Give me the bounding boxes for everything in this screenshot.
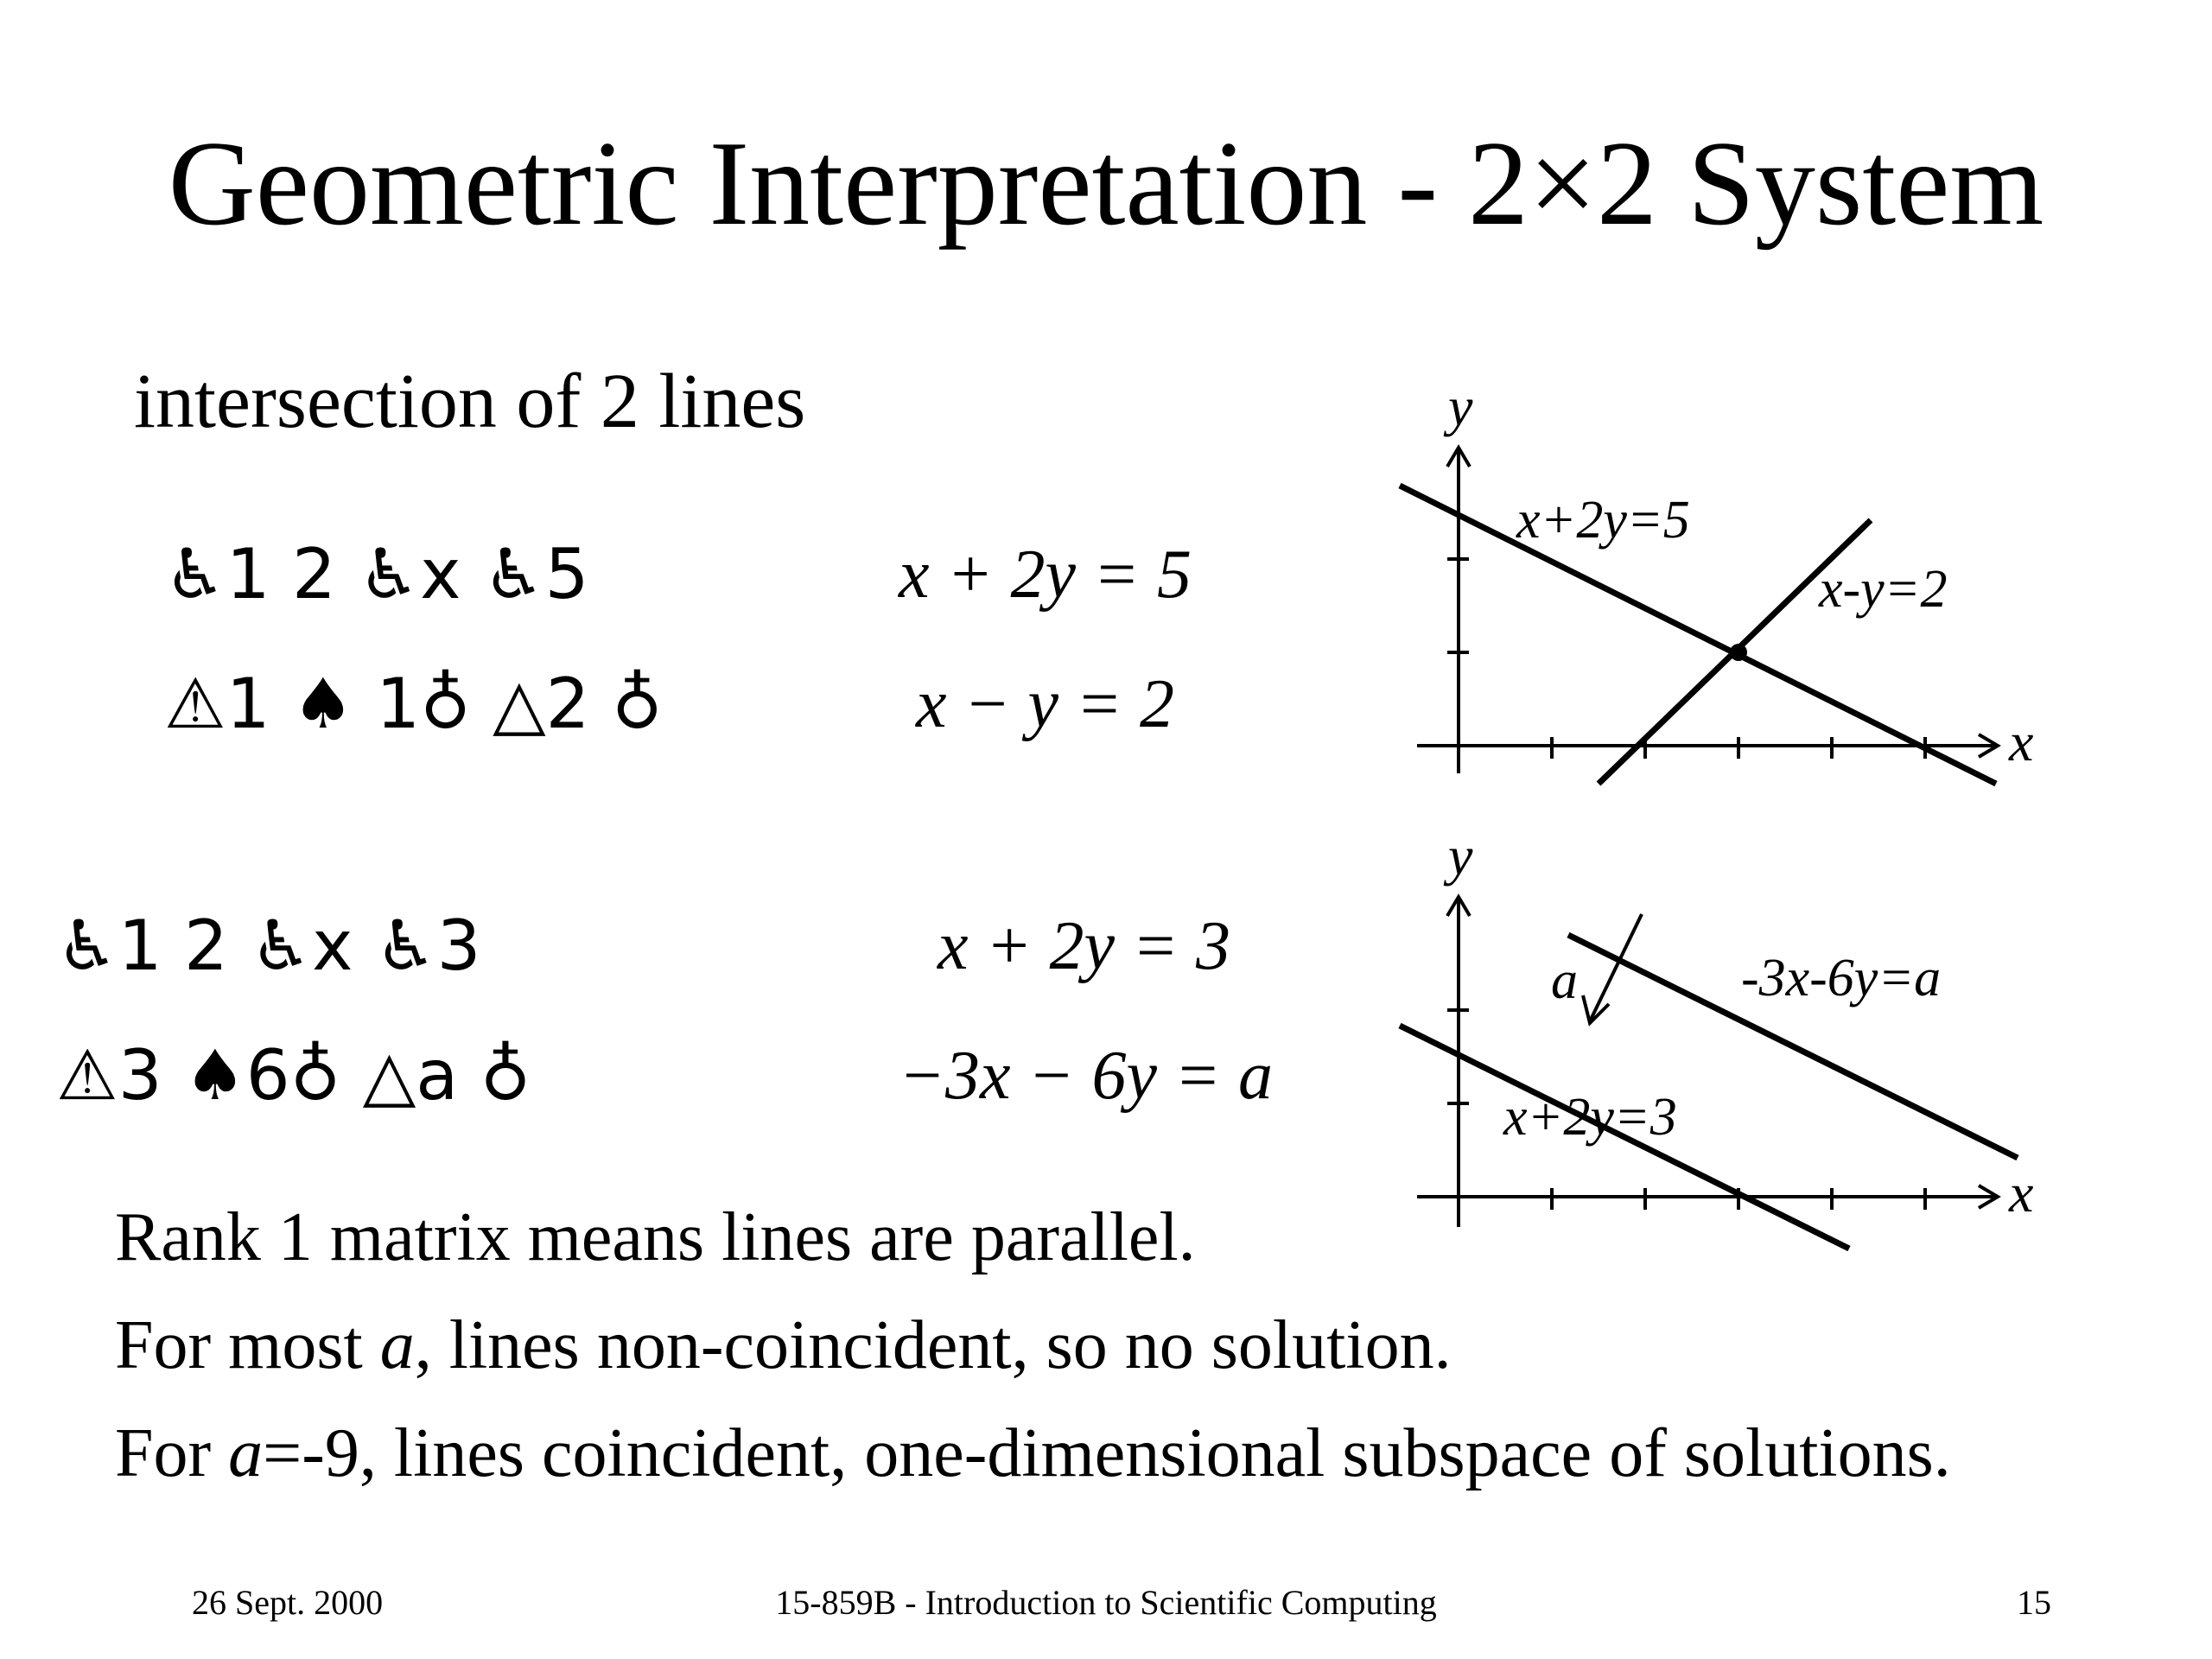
graph1-line-1	[1398, 482, 1998, 787]
graph1-y-axis-label: y	[1443, 376, 1473, 437]
graph2-arrow-label: a	[1551, 951, 1578, 1010]
graph1-intersection-point	[1730, 644, 1747, 661]
graph2-shift-arrow	[1581, 913, 1643, 1027]
footer-date: 26 Sept. 2000	[192, 1583, 384, 1622]
graph1-x-axis-label: x	[2008, 711, 2033, 772]
graph-parallel-lines: a x y -3x-6y=a x+2y=3	[1398, 825, 2033, 1252]
graph2-axes	[1417, 893, 2001, 1227]
graph2-line-2-label: x+2y=3	[1503, 1088, 1677, 1147]
system1-matrix-row-2: ⚠1 ♠ 1♁ △2 ♁	[164, 664, 663, 744]
graph2-y-ticks	[1447, 1008, 1469, 1105]
system2-equation-2: −3x − 6y = a	[899, 1038, 1273, 1114]
body-line-2-var: a	[379, 1307, 415, 1383]
body-line-1: Rank 1 matrix means lines are parallel.	[115, 1194, 1196, 1281]
footer-page-number: 15	[2017, 1583, 2051, 1622]
graph1-y-ticks	[1447, 557, 1469, 654]
graph1-x-ticks	[1550, 737, 1927, 759]
graph1-y-axis-arrow	[1446, 444, 1471, 468]
body-line-2-after: , lines non-coincident, so no solution.	[414, 1307, 1452, 1383]
graph2-x-axis-arrow	[1977, 1184, 2001, 1210]
graph1-line-1-label: x+2y=5	[1516, 491, 1690, 550]
graph2-line-1-label: -3x-6y=a	[1741, 949, 1941, 1007]
body-line-3-var: a	[228, 1415, 264, 1491]
body-line-2: For most a, lines non-coincident, so no …	[115, 1302, 1452, 1389]
slide-subtitle: intersection of 2 lines	[134, 359, 806, 444]
body-line-2-before: For most	[115, 1307, 380, 1383]
system1-equation-2: x − y = 2	[916, 666, 1174, 742]
slide-title: Geometric Interpretation - 2×2 System	[168, 117, 2044, 251]
body-line-3-before: For	[115, 1415, 229, 1491]
graph2-y-axis-label: y	[1443, 825, 1473, 887]
system2-equation-1: x + 2y = 3	[938, 908, 1230, 984]
system2-matrix-row-1: ♿1 2 ♿x ♿3	[56, 906, 481, 986]
body-line-3: For a=-9, lines coincident, one-dimensio…	[115, 1410, 1951, 1497]
graph1-x-axis-arrow	[1977, 733, 2001, 759]
system1-matrix-row-1: ♿1 2 ♿x ♿5	[164, 534, 589, 614]
graph2-x-axis-label: x	[2008, 1162, 2033, 1224]
graph2-line-2	[1398, 1022, 1851, 1252]
system1-equation-1: x + 2y = 5	[899, 537, 1192, 613]
footer-course: 15-859B - Introduction to Scientific Com…	[775, 1583, 1437, 1622]
system2-matrix-row-2: ⚠3 ♠6♁ △a ♁	[56, 1035, 531, 1116]
graph1-line-2-label: x-y=2	[1818, 560, 1948, 619]
graph2-line-1	[1567, 931, 2019, 1161]
graph-intersecting-lines: x y x+2y=5 x-y=2	[1398, 376, 2033, 787]
body-line-3-after: =-9, lines coincident, one-dimensional s…	[263, 1415, 1951, 1491]
graph2-y-axis-arrow	[1446, 893, 1471, 918]
body-line-1-text: Rank 1 matrix means lines are parallel.	[115, 1199, 1196, 1275]
